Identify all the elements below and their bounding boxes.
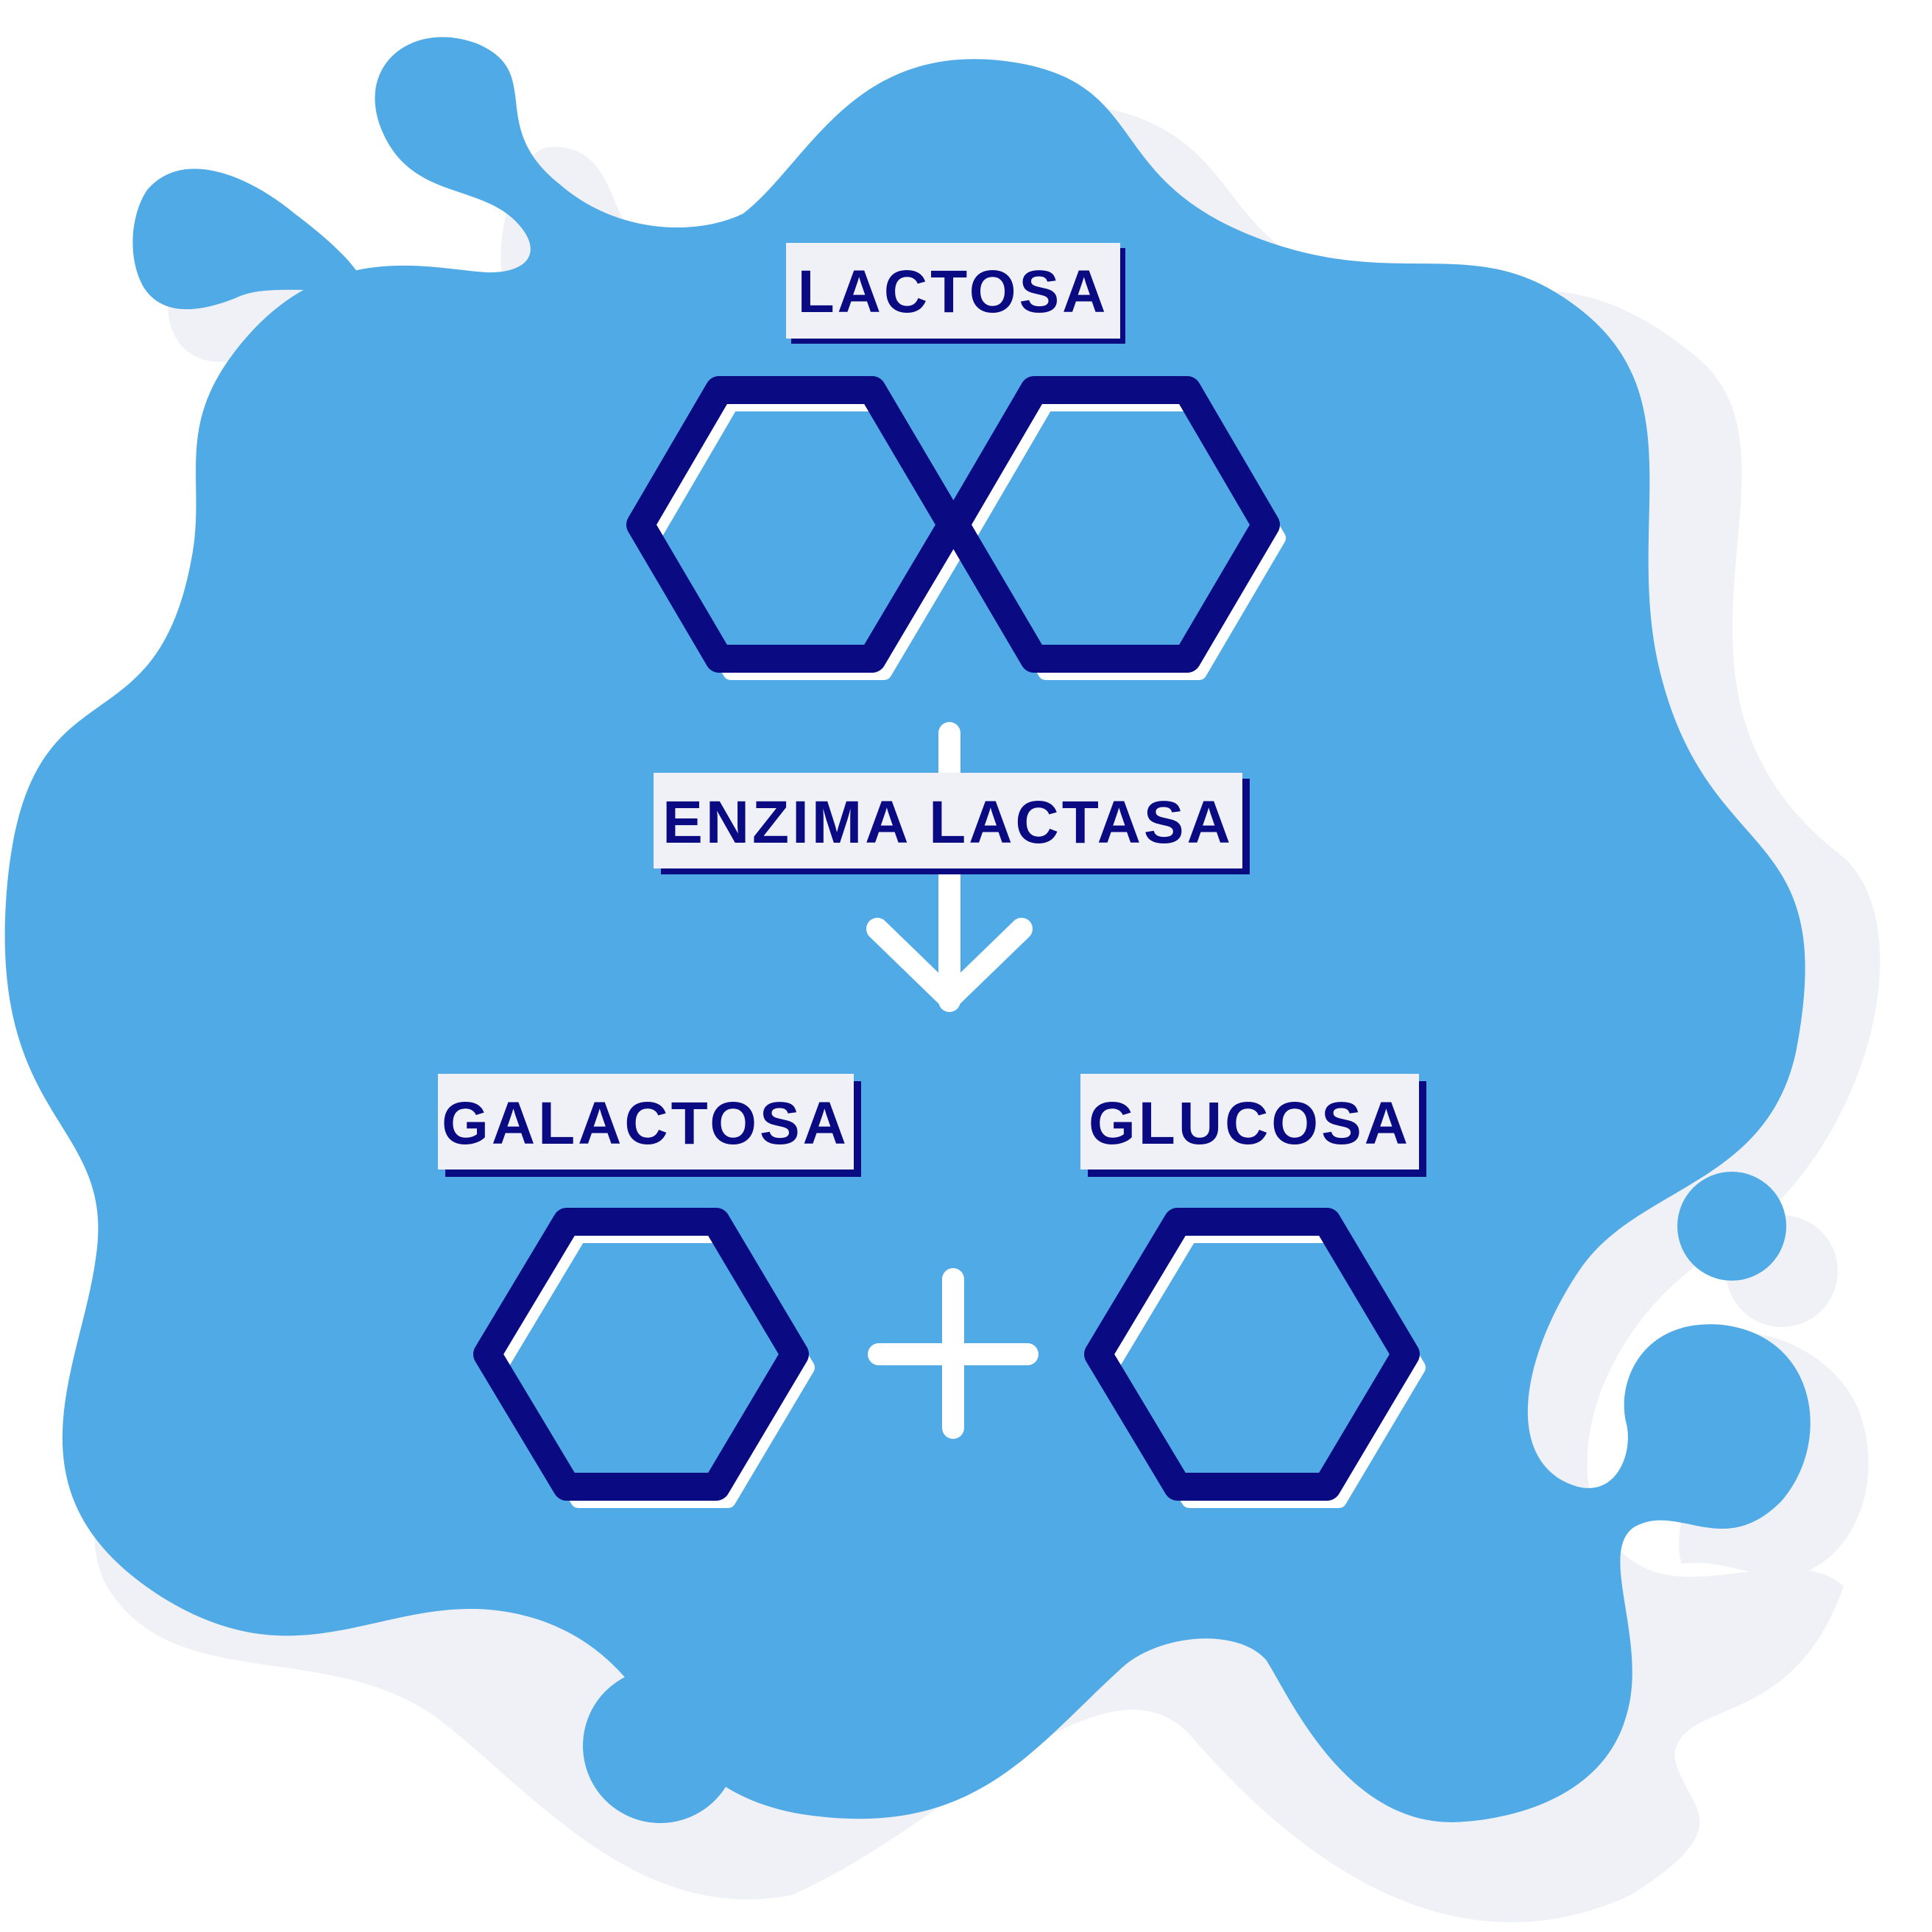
glucose-hexagon [1084,1208,1420,1501]
enzyme-label-text: ENZIMA LACTASA [662,789,1234,856]
glucose-label-text: GLUCOSA [1089,1090,1411,1157]
glucose-label: GLUCOSA [1080,1074,1426,1177]
lactose-label-box [786,243,1120,339]
lactose-label-text: LACTOSA [798,258,1109,325]
lactose-hexagon-right [941,376,1280,673]
plus-icon [868,1268,1038,1439]
lactose-molecule [626,376,1286,680]
enzyme-label-box [654,773,1242,868]
galactose-label-text: GALACTOSA [442,1090,849,1157]
galactose-label-box [438,1074,854,1170]
glucose-molecule [1084,1208,1426,1508]
enzyme-label: ENZIMA LACTASA [654,773,1250,874]
lactose-label: LACTOSA [786,243,1125,344]
glucose-label-box [1080,1074,1419,1170]
galactose-hexagon [473,1208,809,1501]
galactose-molecule [473,1208,815,1508]
galactose-label: GALACTOSA [438,1074,861,1177]
blue-splash-background [4,37,1811,1823]
lactose-hexagon-left [626,376,966,673]
